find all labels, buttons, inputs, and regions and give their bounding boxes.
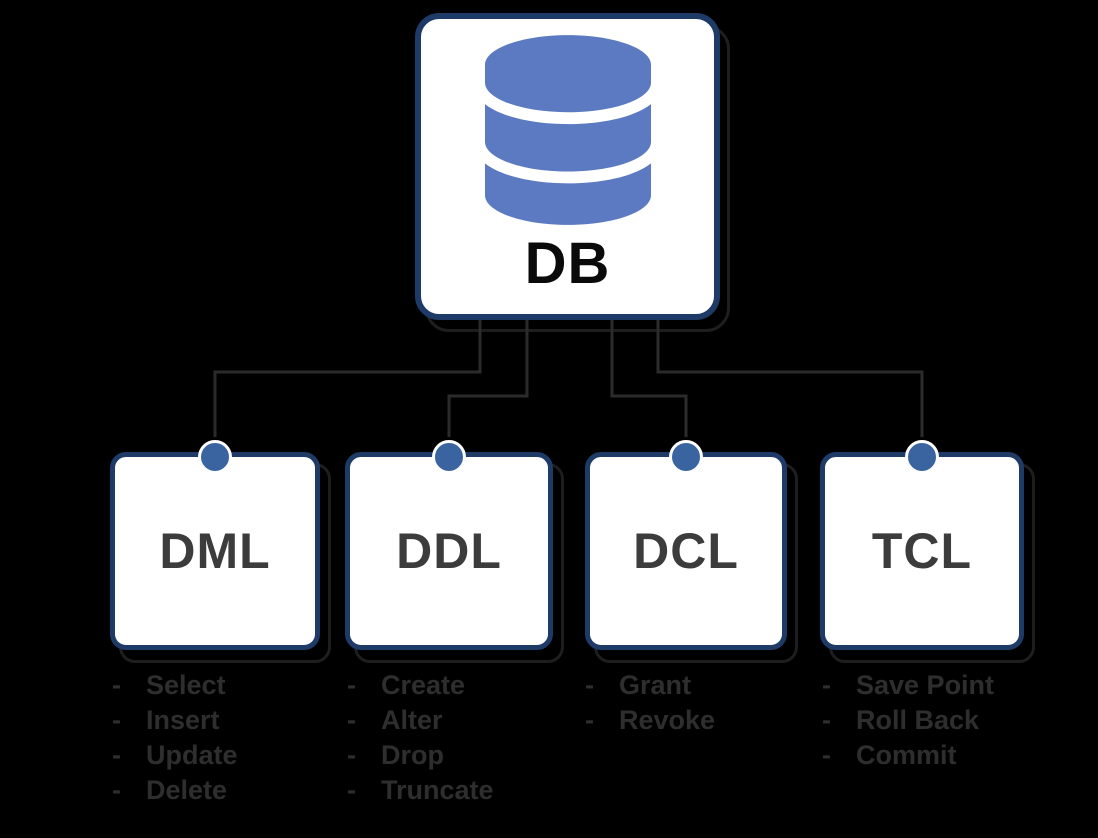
- bullet-dash: -: [347, 740, 356, 770]
- node-ddl: DDL: [345, 440, 553, 650]
- db-node-label: DB: [524, 230, 611, 296]
- db-node: DB: [415, 13, 720, 320]
- list-item: -Delete: [112, 773, 238, 808]
- node-ddl-label: DDL: [396, 523, 502, 579]
- list-item: -Insert: [112, 703, 238, 738]
- bullet-dash: -: [822, 670, 831, 700]
- bullet-dash: -: [822, 740, 831, 770]
- bullet-dash: -: [347, 670, 356, 700]
- list-item-text: Roll Back: [856, 705, 980, 735]
- list-item: -Commit: [822, 738, 994, 773]
- bullet-dash: -: [347, 705, 356, 735]
- bullet-dash: -: [112, 740, 121, 770]
- bullet-dash: -: [585, 705, 594, 735]
- connector-dot: [432, 440, 466, 474]
- list-item: -Alter: [347, 703, 494, 738]
- list-dcl: -Grant -Revoke: [585, 668, 715, 738]
- bullet-dash: -: [822, 705, 831, 735]
- bullet-dash: -: [112, 705, 121, 735]
- connector-dot: [905, 440, 939, 474]
- list-dml: -Select -Insert -Update -Delete: [112, 668, 238, 808]
- list-item: -Drop: [347, 738, 494, 773]
- node-tcl: TCL: [820, 440, 1024, 650]
- node-dml: DML: [110, 440, 320, 650]
- node-dcl: DCL: [585, 440, 787, 650]
- node-dcl-label: DCL: [633, 523, 739, 579]
- list-item-text: Save Point: [856, 670, 995, 700]
- list-item: -Update: [112, 738, 238, 773]
- connector-dml: [213, 316, 482, 437]
- list-item-text: Alter: [381, 705, 443, 735]
- list-item: -Truncate: [347, 773, 494, 808]
- bullet-dash: -: [112, 775, 121, 805]
- bullet-dash: -: [585, 670, 594, 700]
- database-icon: [484, 34, 651, 225]
- list-item-text: Commit: [856, 740, 957, 770]
- node-tcl-label: TCL: [871, 523, 973, 579]
- connector-dcl: [610, 316, 688, 437]
- list-item-text: Select: [146, 670, 226, 700]
- list-item-text: Truncate: [381, 775, 494, 805]
- list-item-text: Grant: [619, 670, 692, 700]
- list-item: -Create: [347, 668, 494, 703]
- connector-dot: [198, 440, 232, 474]
- list-item: -Save Point: [822, 668, 994, 703]
- list-item-text: Revoke: [619, 705, 716, 735]
- list-item-text: Drop: [381, 740, 444, 770]
- list-ddl: -Create -Alter -Drop -Truncate: [347, 668, 494, 808]
- connector-ddl: [447, 316, 529, 437]
- list-item: -Revoke: [585, 703, 715, 738]
- bullet-dash: -: [112, 670, 121, 700]
- list-item-text: Create: [381, 670, 466, 700]
- list-item-text: Update: [146, 740, 238, 770]
- node-dml-label: DML: [159, 523, 271, 579]
- list-item: -Roll Back: [822, 703, 994, 738]
- list-item: -Select: [112, 668, 238, 703]
- connector-tcl: [656, 316, 924, 437]
- connector-dot: [669, 440, 703, 474]
- list-item-text: Insert: [146, 705, 220, 735]
- list-tcl: -Save Point -Roll Back -Commit: [822, 668, 994, 773]
- list-item-text: Delete: [146, 775, 228, 805]
- bullet-dash: -: [347, 775, 356, 805]
- list-item: -Grant: [585, 668, 715, 703]
